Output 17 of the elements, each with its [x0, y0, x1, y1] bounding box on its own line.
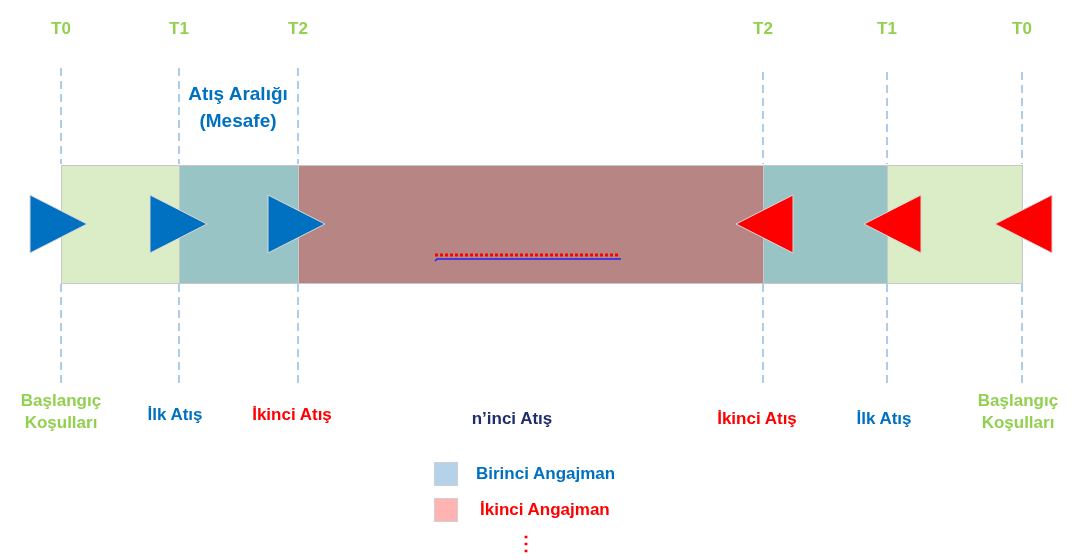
time-label: T2 — [287, 18, 309, 40]
legend-label: İkinci Angajman — [480, 500, 610, 520]
time-label: T1 — [876, 18, 898, 40]
text-label: Başlangıç Koşulları — [19, 390, 103, 434]
time-label: T1 — [168, 18, 190, 40]
time-label: T2 — [752, 18, 774, 40]
text-label: Başlangıç Koşulları — [976, 390, 1060, 434]
ellipsis: ⋮ — [515, 532, 537, 554]
legend-label: Birinci Angajman — [476, 464, 616, 484]
text-label: İlk Atış — [855, 408, 913, 430]
text-label: Atış Aralığı (Mesafe) — [187, 82, 289, 133]
text-label: n’inci Atış — [470, 408, 554, 430]
text-label: İkinci Atış — [251, 404, 333, 426]
time-label: T0 — [1011, 18, 1033, 40]
text-label: İkinci Atış — [716, 408, 798, 430]
text-label: İlk Atış — [146, 404, 204, 426]
time-label: T0 — [50, 18, 72, 40]
